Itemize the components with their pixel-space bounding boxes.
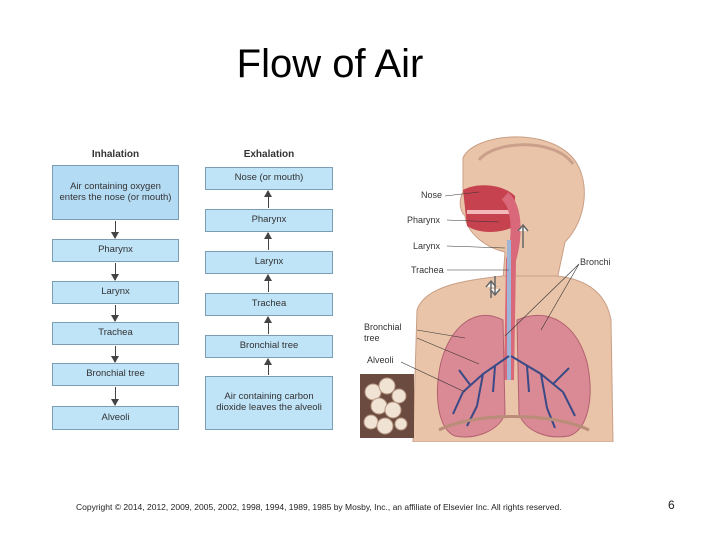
up-arrow-icon: [268, 275, 269, 292]
label-bronchi: Bronchi: [580, 257, 611, 267]
label-nose: Nose: [421, 190, 442, 200]
inhalation-step-4: Trachea: [52, 322, 179, 345]
up-arrow-icon: [268, 317, 269, 334]
down-arrow-icon: [115, 305, 116, 321]
copyright-notice: Copyright © 2014, 2012, 2009, 2005, 2002…: [76, 502, 562, 512]
label-bronchial-tree: Bronchial tree: [364, 322, 410, 344]
up-arrow-icon: [268, 233, 269, 250]
label-trachea: Trachea: [411, 265, 444, 275]
exhalation-step-2: Pharynx: [205, 209, 333, 232]
up-arrow-icon: [268, 359, 269, 375]
label-larynx: Larynx: [413, 241, 440, 251]
inhalation-step-6: Alveoli: [52, 406, 179, 430]
down-arrow-icon: [115, 221, 116, 238]
up-arrow-icon: [268, 191, 269, 208]
exhalation-heading: Exhalation: [205, 149, 333, 160]
inhalation-step-5: Bronchial tree: [52, 363, 179, 386]
down-arrow-icon: [115, 387, 116, 405]
exhalation-step-1: Nose (or mouth): [205, 167, 333, 190]
inhalation-step-1: Air containing oxygen enters the nose (o…: [52, 165, 179, 220]
exhalation-step-4: Trachea: [205, 293, 333, 316]
exhalation-step-6: Air containing carbon dioxide leaves the…: [205, 376, 333, 430]
label-alveoli: Alveoli: [367, 355, 394, 365]
inhalation-heading: Inhalation: [52, 149, 179, 160]
slide-title: Flow of Air: [0, 42, 660, 87]
down-arrow-icon: [115, 346, 116, 362]
exhalation-step-3: Larynx: [205, 251, 333, 274]
inhalation-step-2: Pharynx: [52, 239, 179, 262]
down-arrow-icon: [115, 263, 116, 280]
nasal-cavity-shape: [463, 185, 515, 232]
inhalation-step-3: Larynx: [52, 281, 179, 304]
exhalation-step-5: Bronchial tree: [205, 335, 333, 358]
label-pharynx: Pharynx: [407, 215, 440, 225]
page-number: 6: [668, 498, 675, 512]
respiratory-system-illustration: [355, 130, 617, 442]
